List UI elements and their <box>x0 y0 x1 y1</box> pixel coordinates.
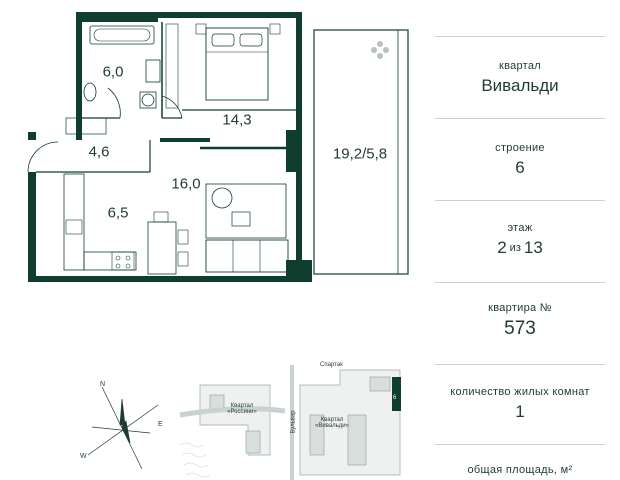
floor-current: 2 <box>497 238 507 257</box>
column <box>286 130 302 172</box>
district-vivaldi-label: Квартал «Вивальди» <box>315 417 349 429</box>
site-map-drawing <box>87 365 401 480</box>
district-block: квартал Вивальди <box>435 60 605 96</box>
district-value: Вивальди <box>481 76 559 95</box>
rooms-label: количество жилых комнат <box>450 386 590 398</box>
area-label: общая площадь, м² <box>467 464 573 476</box>
room-area-living: 16,0 <box>171 175 201 193</box>
apartment-block: квартира № 573 <box>435 302 605 340</box>
floor-of: из <box>509 242 521 254</box>
room-area-balcony: 19,2/5,8 <box>332 145 388 163</box>
outer-wall-bottom <box>28 172 312 282</box>
floor-plan-drawing <box>27 12 409 282</box>
building-block: строение 6 <box>435 142 605 178</box>
apartment-value: 573 <box>504 318 536 339</box>
divider <box>435 282 605 283</box>
compass-rose-icon <box>87 386 159 470</box>
balcony-outline <box>313 29 409 275</box>
room-area-bedroom: 14,3 <box>222 111 252 129</box>
divider <box>435 444 605 445</box>
rooms-block: количество жилых комнат 1 <box>435 386 605 422</box>
divider <box>435 36 605 37</box>
floor-plan: 6,0 14,3 4,6 16,0 6,5 19,2/5,8 <box>27 12 409 282</box>
floor-total: 13 <box>523 238 543 257</box>
divider <box>435 364 605 365</box>
room-area-kitchen: 6,5 <box>107 204 129 222</box>
divider <box>435 118 605 119</box>
rooms-value: 1 <box>515 402 525 421</box>
area-block: общая площадь, м² <box>435 464 605 476</box>
divider <box>435 200 605 201</box>
room-area-bathroom: 6,0 <box>102 63 124 81</box>
compass-e: E <box>158 421 163 428</box>
compass-w: W <box>80 453 87 460</box>
flower-icon <box>371 41 389 59</box>
metro-label: Спартак <box>320 362 343 368</box>
highlighted-building <box>392 377 401 411</box>
compass-n: N <box>100 381 106 388</box>
site-map: N E W Спартак Квартал «Россини» Квартал … <box>70 355 420 480</box>
building-label: строение <box>495 142 545 154</box>
room-area-hall: 4,6 <box>88 143 110 161</box>
boulevard-label: Бульвар <box>290 410 297 434</box>
district-label: квартал <box>498 60 542 72</box>
highlighted-building-number: 6 <box>393 395 397 401</box>
district-rossini-label: Квартал «Россини» <box>227 403 257 415</box>
apartment-label: квартира № <box>488 302 552 314</box>
building-value: 6 <box>515 158 525 177</box>
floor-label: этаж <box>507 222 533 234</box>
